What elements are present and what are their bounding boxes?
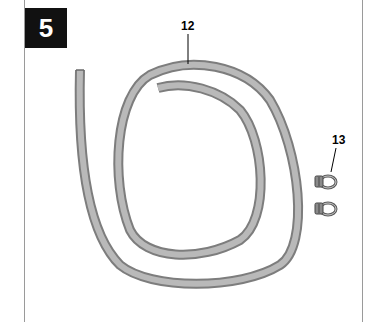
hose <box>76 65 298 284</box>
step-number: 5 <box>39 15 53 41</box>
frame-line <box>24 0 25 322</box>
leader-line <box>188 34 189 64</box>
hose-clamp <box>315 176 336 188</box>
hose-clamp <box>315 203 336 215</box>
leader-line <box>331 148 336 172</box>
step-number-box: 5 <box>25 8 67 48</box>
callout-number: 12 <box>181 20 194 32</box>
callout-number: 13 <box>332 134 345 146</box>
frame-line <box>362 0 363 322</box>
